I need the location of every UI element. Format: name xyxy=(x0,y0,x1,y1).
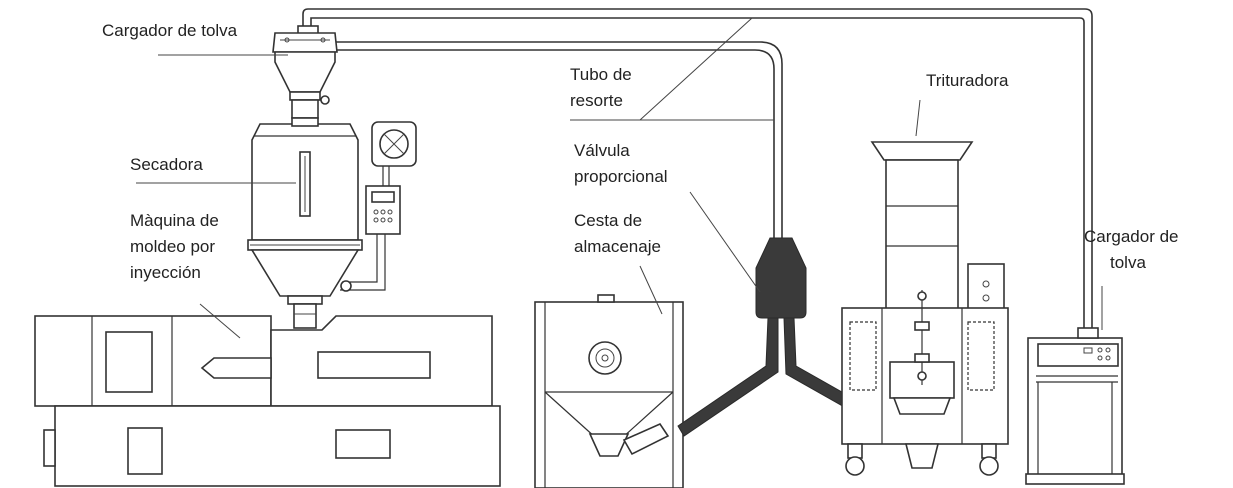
crusher-wheel-left xyxy=(846,457,864,475)
leader-spring-tube-2 xyxy=(640,18,752,120)
basket-frame xyxy=(535,302,683,488)
valve-body xyxy=(756,238,806,318)
dryer-outlet xyxy=(294,304,316,328)
crusher xyxy=(842,142,1008,475)
loader-neck xyxy=(290,92,320,100)
crusher-hopper xyxy=(872,142,972,160)
label-valve-1: Válvula xyxy=(574,141,630,160)
label-spring-tube-1: Tubo de xyxy=(570,65,632,84)
hose-left xyxy=(678,318,778,436)
hopper-loader-right xyxy=(1026,328,1124,484)
loader-right-panel xyxy=(1038,344,1118,366)
clamp-window xyxy=(106,332,152,392)
hopper-loader-left xyxy=(273,26,337,118)
label-dryer: Secadora xyxy=(130,155,203,174)
label-basket-1: Cesta de xyxy=(574,211,642,230)
base-door-right xyxy=(336,430,390,458)
label-crusher: Trituradora xyxy=(926,71,1009,90)
basket-gauge xyxy=(589,342,621,374)
crusher-control-box xyxy=(968,264,1004,312)
dryer xyxy=(248,118,416,328)
leader-valve xyxy=(690,192,760,292)
label-machine-1: Màquina de xyxy=(130,211,219,230)
loader-cone xyxy=(275,52,335,92)
machine-base xyxy=(55,406,500,486)
storage-basket xyxy=(535,295,683,488)
injection-panel xyxy=(318,352,430,378)
leader-crusher xyxy=(916,100,920,136)
label-basket-2: almacenaje xyxy=(574,237,661,256)
nozzle xyxy=(202,358,271,378)
label-machine-3: inyección xyxy=(130,263,201,282)
crusher-column xyxy=(886,160,958,310)
injection-molding-machine xyxy=(35,316,500,486)
loader-lid xyxy=(273,33,337,52)
label-valve-2: proporcional xyxy=(574,167,668,186)
label-hopper-loader-right-2: tolva xyxy=(1110,253,1146,272)
label-hopper-loader-right-1: Cargador de xyxy=(1084,227,1179,246)
label-machine-2: moldeo por xyxy=(130,237,215,256)
loader-valve xyxy=(292,100,318,118)
label-spring-tube-2: resorte xyxy=(570,91,623,110)
label-hopper-loader-left: Cargador de tolva xyxy=(102,21,238,40)
crusher-wheel-right xyxy=(980,457,998,475)
crusher-outlet xyxy=(906,444,938,468)
base-door-left xyxy=(128,428,162,474)
